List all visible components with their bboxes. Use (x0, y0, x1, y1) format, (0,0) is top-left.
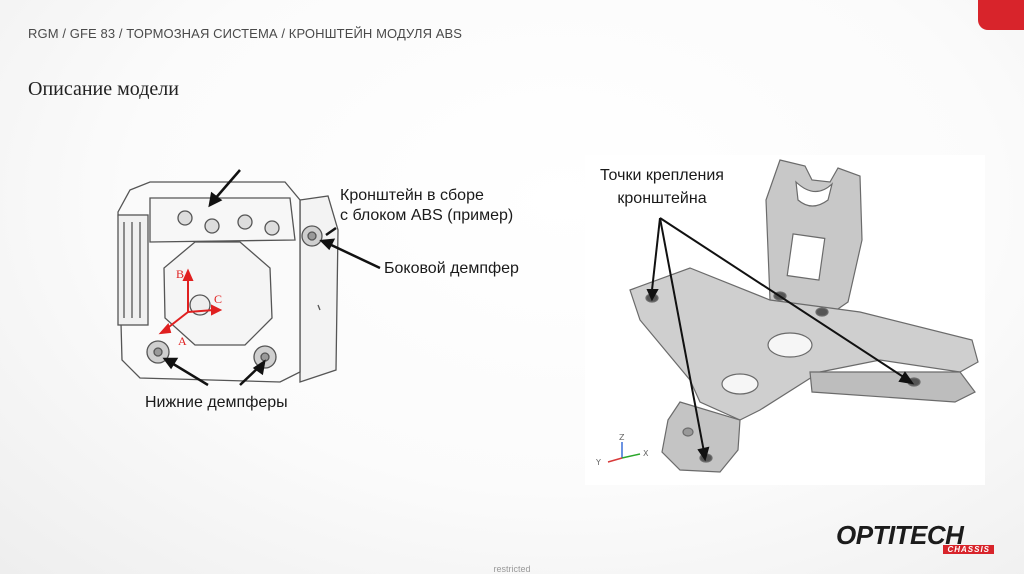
axis-z-label: Z (619, 433, 625, 442)
page-title: Описание модели (28, 78, 179, 100)
axis-x-label: X (643, 449, 649, 458)
axis-c-label: C (214, 292, 222, 306)
label-assembly-line1: Кронштейн в сборе (340, 187, 484, 204)
logo-text: OPTITECH (836, 520, 964, 550)
label-assembly-line2: с блоком ABS (пример) (340, 207, 514, 224)
optitech-logo: OPTITECH CHASSIS (836, 520, 1000, 554)
breadcrumb: RGM / GFE 83 / ТОРМОЗНАЯ СИСТЕМА / КРОНШ… (28, 26, 463, 41)
label-mount-line1: Точки крепления (600, 167, 724, 184)
label-mount-line2: кронштейна (617, 190, 707, 207)
axis-b-label: B (176, 267, 184, 281)
restricted-label: restricted (493, 564, 531, 574)
corner-accent (978, 0, 1024, 30)
label-lower-dampers: Нижние демпферы (145, 394, 288, 411)
axis-y-label: Y (595, 458, 601, 467)
label-side-damper: Боковой демпфер (384, 260, 519, 277)
axis-a-label: A (178, 334, 187, 348)
logo-subtext: CHASSIS (943, 545, 994, 554)
